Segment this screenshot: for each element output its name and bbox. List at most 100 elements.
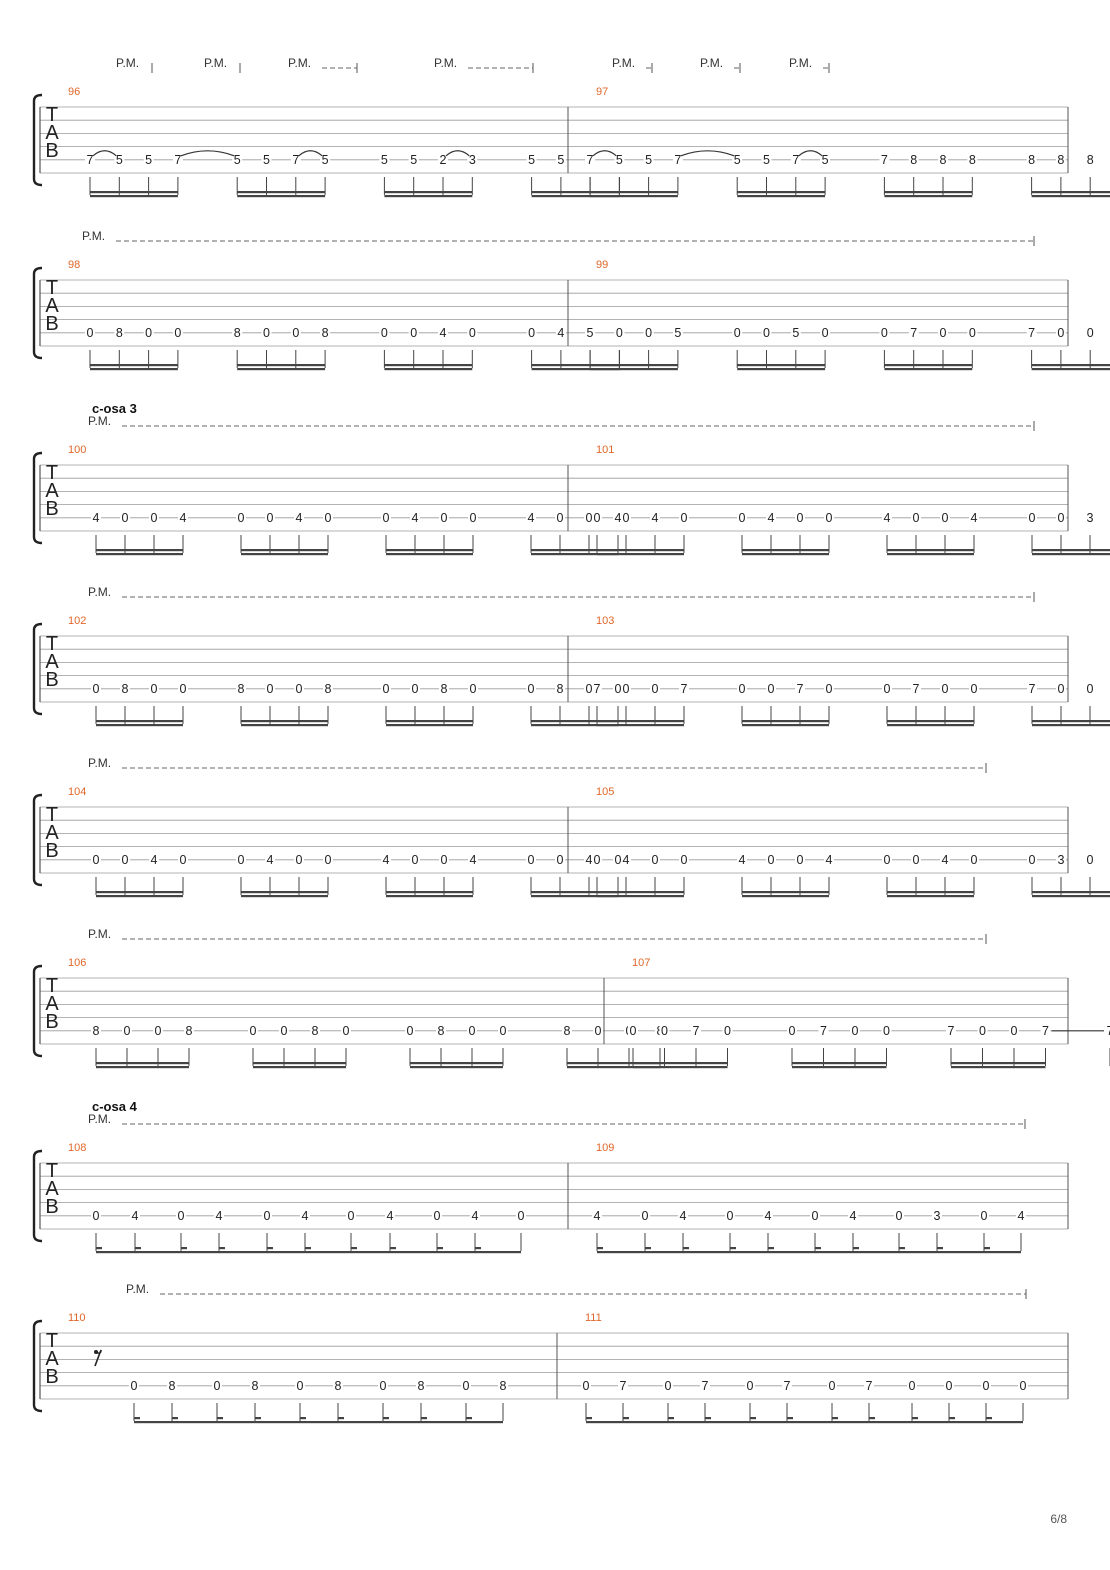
note-beam <box>887 720 974 723</box>
fret-number: 0 <box>557 853 564 867</box>
fret-backdrop <box>149 682 159 696</box>
note-beam-short <box>730 1247 736 1250</box>
fret-backdrop <box>761 153 772 167</box>
note-beam <box>96 720 183 723</box>
fret-backdrop <box>969 853 979 867</box>
fret-number: 5 <box>792 326 799 340</box>
fret-number: 8 <box>1057 153 1064 167</box>
note-beam-short <box>255 1417 261 1420</box>
fret-number: 0 <box>739 511 746 525</box>
fret-number: 0 <box>623 682 630 696</box>
fret-backdrop <box>766 853 776 867</box>
fret-backdrop <box>663 1379 673 1393</box>
note-beam <box>90 368 178 371</box>
note-beam <box>241 895 328 898</box>
note-beam <box>241 549 328 552</box>
fret-backdrop <box>378 1379 388 1393</box>
fret-backdrop <box>526 511 536 525</box>
fret-backdrop <box>153 1024 163 1038</box>
fret-backdrop <box>265 853 275 867</box>
fret-backdrop <box>295 1379 305 1393</box>
fret-number: 0 <box>586 511 593 525</box>
fret-number: 7 <box>866 1379 873 1393</box>
fret-number: 3 <box>934 1209 941 1223</box>
fret-number: 4 <box>942 853 949 867</box>
palm-mute-label: P.M. <box>82 229 105 243</box>
note-beam <box>567 1062 660 1065</box>
fret-number: 8 <box>238 682 245 696</box>
system-bracket <box>32 93 43 187</box>
fret-backdrop <box>555 326 566 340</box>
fret-backdrop <box>787 1024 797 1038</box>
fret-number: 0 <box>645 326 652 340</box>
fret-number: 8 <box>438 1024 445 1038</box>
fret-number: 0 <box>583 1379 590 1393</box>
palm-mute-label: P.M. <box>204 56 227 70</box>
fret-number: 8 <box>169 1379 176 1393</box>
fret-number: 0 <box>518 1209 525 1223</box>
fret-number: 4 <box>971 511 978 525</box>
fret-number: 5 <box>734 153 741 167</box>
fret-backdrop <box>555 682 565 696</box>
fret-number: 4 <box>826 853 833 867</box>
fret-backdrop <box>824 511 834 525</box>
note-beam <box>737 191 826 194</box>
fret-number: 0 <box>884 682 891 696</box>
fret-backdrop <box>650 511 660 525</box>
fret-number: 8 <box>500 1379 507 1393</box>
note-beam <box>531 891 618 894</box>
fret-backdrop <box>1027 682 1037 696</box>
fret-number: 0 <box>789 1024 796 1038</box>
note-beam <box>1032 895 1110 898</box>
fret-backdrop <box>416 1379 426 1393</box>
fret-backdrop <box>1085 153 1096 167</box>
fret-backdrop <box>439 853 449 867</box>
fret-backdrop <box>584 682 594 696</box>
note-beam-short <box>217 1417 223 1420</box>
fret-backdrop <box>439 511 449 525</box>
fret-number: 4 <box>387 1209 394 1223</box>
fret-backdrop <box>882 682 892 696</box>
note-beam <box>1031 191 1110 194</box>
note-beam <box>217 1421 255 1424</box>
note-beam <box>437 1251 475 1254</box>
fret-number: 0 <box>942 682 949 696</box>
fret-backdrop <box>381 682 391 696</box>
fret-number: 8 <box>1087 153 1094 167</box>
fret-number: 7 <box>797 682 804 696</box>
fret-number: 8 <box>1028 153 1035 167</box>
fret-backdrop <box>526 326 537 340</box>
fret-backdrop <box>745 1379 755 1393</box>
fret-backdrop <box>678 1209 688 1223</box>
fret-backdrop <box>172 153 183 167</box>
note-beam <box>237 195 326 198</box>
fret-backdrop <box>650 682 660 696</box>
note-beam <box>590 191 678 194</box>
fret-backdrop <box>879 326 890 340</box>
note-beam <box>742 553 829 556</box>
note-beam <box>96 1066 189 1069</box>
note-beam <box>90 364 178 367</box>
fret-number: 4 <box>586 853 593 867</box>
fret-backdrop <box>120 511 130 525</box>
fret-number: 4 <box>768 511 775 525</box>
fret-number: 0 <box>380 1379 387 1393</box>
fret-backdrop <box>940 682 950 696</box>
palm-mute-label: P.M. <box>789 56 812 70</box>
fret-backdrop <box>584 511 594 525</box>
note-beam <box>787 1421 832 1424</box>
tab-clef-a: A <box>45 122 59 144</box>
fret-backdrop <box>732 326 743 340</box>
palm-mute-label: P.M. <box>88 756 111 770</box>
fret-number: 4 <box>180 511 187 525</box>
fret-backdrop <box>178 682 188 696</box>
fret-backdrop <box>732 153 743 167</box>
fret-number: 5 <box>674 326 681 340</box>
system-bracket <box>32 451 43 545</box>
note-beam-short <box>390 1247 396 1250</box>
fret-number: 0 <box>343 1024 350 1038</box>
fret-backdrop <box>725 1209 735 1223</box>
fret-number: 4 <box>884 511 891 525</box>
fret-number: 7 <box>1107 1024 1110 1038</box>
fret-backdrop <box>461 1379 471 1393</box>
